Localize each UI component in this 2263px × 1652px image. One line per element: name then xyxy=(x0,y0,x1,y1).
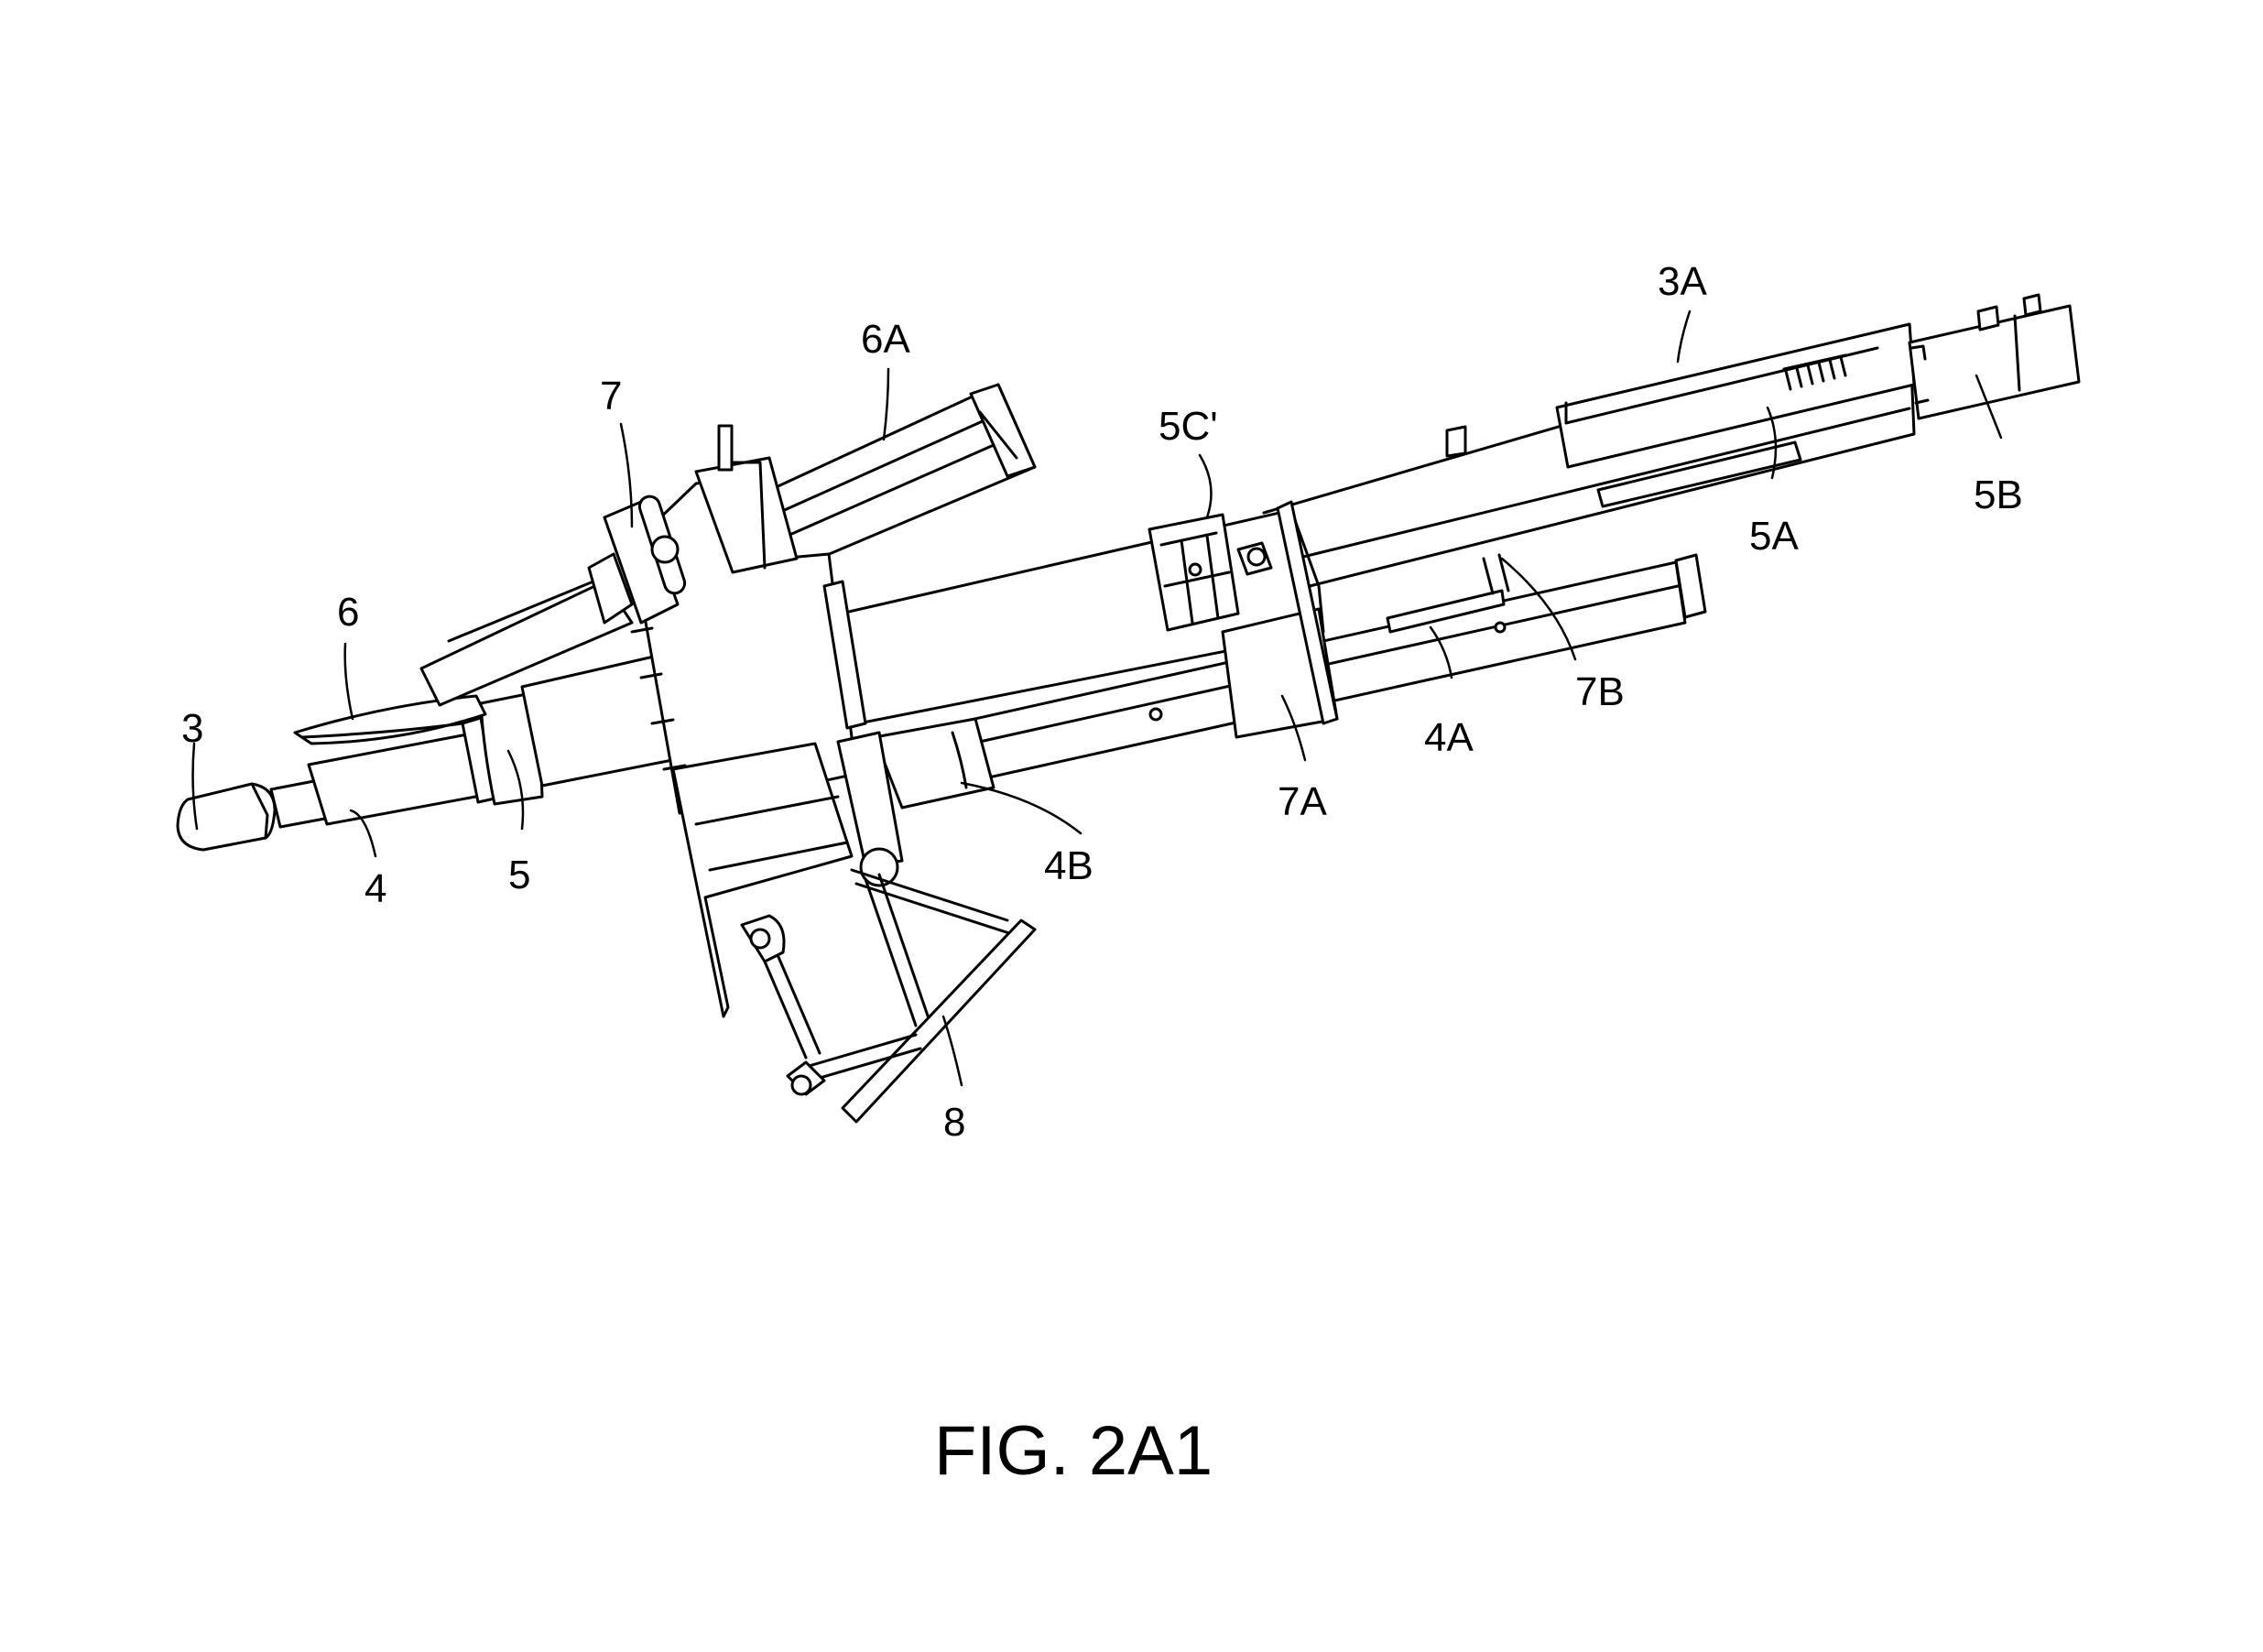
label-5B: 5B xyxy=(1974,473,2023,517)
label-3A: 3A xyxy=(1658,259,1707,304)
tip-cone xyxy=(176,782,277,852)
label-4: 4 xyxy=(364,866,386,911)
label-4B: 4B xyxy=(1044,843,1093,888)
label-7: 7 xyxy=(600,374,622,418)
label-3: 3 xyxy=(181,706,203,751)
shaft-4 xyxy=(269,733,487,829)
blade-6 xyxy=(293,575,634,745)
label-5A: 5A xyxy=(1749,514,1799,559)
central-body-7 xyxy=(587,424,867,815)
label-7B: 7B xyxy=(1575,669,1625,714)
foot-lever-8 xyxy=(740,868,1037,1124)
collar-5 xyxy=(461,692,544,806)
leader-lines xyxy=(191,310,2003,1087)
clamp-5Cprime xyxy=(1148,513,1273,632)
label-8: 8 xyxy=(943,1100,965,1145)
upper-rail-6A xyxy=(758,383,1037,570)
label-6A: 6A xyxy=(861,317,910,362)
label-6: 6 xyxy=(337,590,359,635)
label-5Cprime: 5C' xyxy=(1159,404,1218,449)
label-7A: 7A xyxy=(1278,779,1327,824)
label-5: 5 xyxy=(508,853,530,897)
end-block-5B xyxy=(1908,293,2081,420)
lower-frame-4B xyxy=(671,717,996,1018)
figure-caption: FIG. 2A1 xyxy=(934,1412,1213,1490)
reference-labels: 3 4 5 6 6A 7 5C' 3A 5A 5B 7A 7B 4A 4B 8 xyxy=(181,259,2023,1145)
block-7A xyxy=(1221,500,1339,739)
label-4A: 4A xyxy=(1424,715,1474,760)
